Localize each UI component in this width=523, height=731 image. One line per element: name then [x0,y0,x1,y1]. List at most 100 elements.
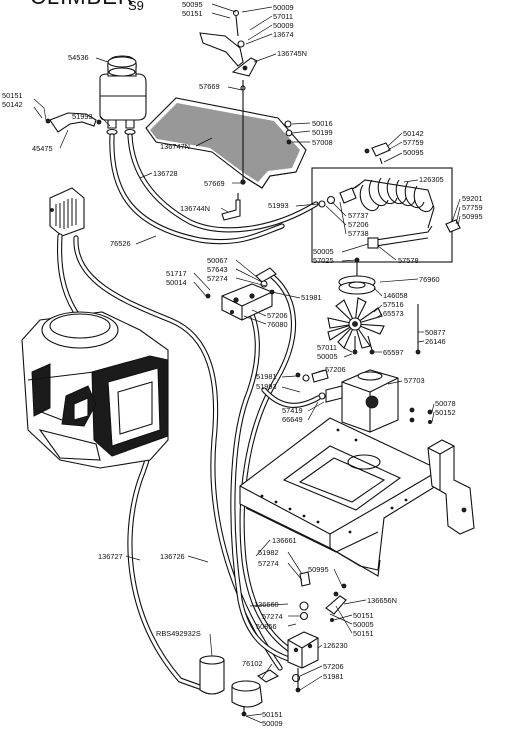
diagram-subtitle: S9 [128,0,144,13]
callout-labels: 50095 50151 50009 57011 50009 13674 5453… [2,0,483,728]
side-post [427,409,475,535]
callout-label: 50151 [2,91,23,100]
diagram-title: CLIMBER [30,0,135,9]
oil-cooler-small [49,187,85,237]
callout-label: 50005 [317,352,338,361]
engine [21,311,169,469]
callout-label: 51981 [301,293,322,302]
callout-label: 57011 [317,343,337,352]
leader-lines [33,3,461,724]
callout-label: 51717 [166,269,187,278]
callout-label: 136660 [254,600,279,609]
callout-label: 50151 [182,9,203,18]
callout-label: 57759 [462,203,483,212]
callout-label: 50095 [403,148,424,157]
callout-label: 50877 [425,328,446,337]
callout-label: 76080 [267,320,288,329]
callout-label: 50014 [166,278,187,287]
callout-label: 57737 [348,211,369,220]
hydraulic-filter [199,655,225,695]
latch-rod [221,80,246,221]
oil-cooler-coil [311,167,461,263]
callout-label: 50016 [312,119,333,128]
callout-label: 50142 [2,100,23,109]
callout-label: 65597 [383,348,404,357]
callout-label: 51982 [258,548,279,557]
callout-label: 50009 [273,3,294,12]
hydraulic-pump [318,369,415,433]
callout-label: 57206 [323,662,344,671]
callout-label: 57759 [403,138,424,147]
callout-label: 76960 [419,275,440,284]
hose-136728 [127,133,319,233]
callout-label: 26146 [425,337,446,346]
callout-label: 51981 [256,372,277,381]
callout-label: 51981 [323,672,344,681]
callout-label: 50095 [182,0,203,9]
callout-label: RBS492932S [156,629,201,638]
callout-label: 50995 [308,565,329,574]
hose-clamp-bracket [45,112,102,133]
hose-136660 [230,291,295,663]
callout-label: 136744N [180,204,210,213]
valve-block [205,267,277,321]
callout-label: 50005 [353,620,374,629]
callout-label: 57274 [207,274,228,283]
callout-label: 57669 [199,82,220,91]
callout-label: 57206 [325,365,346,374]
callout-label: 54536 [68,53,89,62]
callout-label: 136727 [98,552,123,561]
callout-label: 50151 [262,710,283,719]
callout-label: 126305 [419,175,444,184]
callout-label: 136656N [367,596,397,605]
pump-fittings [261,369,329,408]
callout-label: 126230 [323,641,348,650]
callout-label: 76526 [110,239,131,248]
callout-label: 13674 [273,30,294,39]
callout-label: 50067 [207,256,228,265]
hose-136726 [73,235,283,671]
callout-label: 57206 [348,220,369,229]
callout-label: 50005 [313,247,334,256]
callout-label: 51993 [72,112,93,121]
callout-label: 57516 [383,300,404,309]
callout-label: 57025 [313,256,334,265]
callout-label: 146058 [383,291,408,300]
callout-label: 57274 [258,559,279,568]
callout-label: 57669 [204,179,225,188]
callout-label: 57206 [267,311,288,320]
cooling-fan [327,297,385,349]
callout-label: 57703 [404,376,425,385]
callout-label: 59201 [462,194,483,203]
callout-label: 51993 [256,382,277,391]
callout-label: 66649 [282,415,303,424]
callout-label: 136726 [160,552,185,561]
callout-label: 50078 [435,399,456,408]
lower-valve [287,571,347,693]
callout-label: 76102 [242,659,263,668]
callout-label: 50856 [256,622,277,631]
coolant-reservoir [99,55,147,136]
callout-label: 50199 [312,128,333,137]
callout-label: 50142 [403,129,424,138]
fan-pulley [338,257,376,295]
callout-label: 57011 [273,12,293,21]
callout-label: 51993 [268,201,289,210]
elbow-fitting-top [364,142,391,165]
callout-label: 57419 [282,406,303,415]
washer-stack [284,120,293,145]
chassis-frame [239,417,441,577]
callout-label: 57738 [348,229,369,238]
callout-label: 50995 [462,212,483,221]
callout-label: 57008 [312,138,333,147]
hose-76526 [109,133,285,245]
callout-label: 136728 [153,169,178,178]
callout-label: 50009 [262,719,283,728]
callout-label: 50151 [353,629,374,638]
callout-label: 136747N [160,142,190,151]
callout-label: 50152 [435,408,456,417]
callout-label: 45475 [32,144,53,153]
callout-label: 50009 [273,21,294,30]
hose-136661 [239,273,297,653]
